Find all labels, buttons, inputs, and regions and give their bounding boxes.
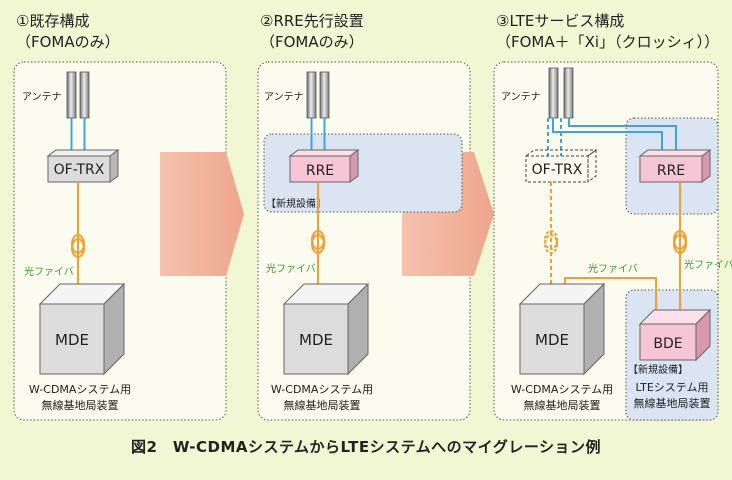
stage1-oftrx-label: OF-TRX [54, 162, 105, 178]
stage3-lte-line1: LTEシステム用 [636, 381, 709, 394]
stage3-new-equipment-label: 【新規設備】 [628, 363, 688, 376]
stage1-mde-label: MDE [55, 331, 89, 349]
stage2-mde-label: MDE [299, 331, 333, 349]
stage2-mde-cube [282, 282, 370, 376]
stage2-system-line1: W-CDMAシステム用 [271, 383, 373, 396]
stage3-rre-label: RRE [657, 163, 685, 179]
stage3-old-fiber-coil-icon [544, 230, 558, 254]
stage3-antenna-label: アンテナ [501, 91, 541, 103]
stage3-feed-to-rre-2 [568, 118, 677, 156]
stage1-fiber-coil-icon [71, 234, 85, 258]
stage1-mde-cube [38, 282, 126, 376]
stage3-lte-line2: 無線基地局装置 [634, 396, 711, 410]
stage1-fiber-label: 光ファイバ [24, 265, 74, 278]
stage1-antenna-label: アンテナ [22, 91, 62, 103]
stage3-mde-cube [518, 282, 606, 376]
stage2-heading-line2: （FOMAのみ） [260, 33, 364, 51]
stage2-heading-line1: ②RRE先行設置 [260, 12, 364, 30]
stage3-oftrx-removed-box [524, 149, 598, 183]
stage3-feed-to-rre-1 [552, 118, 663, 156]
stage3-rre-box [638, 149, 712, 183]
stage1-system-line2: 無線基地局装置 [42, 398, 119, 412]
stage1-oftrx-box [46, 149, 120, 183]
stage2-rre-box [288, 149, 360, 183]
stage3-heading-line2: （FOMA＋「Xi」（クロッシィ）） [496, 33, 720, 51]
stage3-fiber-coil-icon [673, 230, 687, 254]
stage1-system-line1: W-CDMAシステム用 [29, 383, 131, 396]
stage3-mde-label: MDE [535, 331, 569, 349]
stage3-fiber-label-right: 光ファイバ [684, 258, 732, 271]
stage3-wcdma-line2: 無線基地局装置 [524, 398, 601, 412]
figure-caption: 図2 W-CDMAシステムからLTEシステムへのマイグレーション例 [130, 438, 602, 456]
stage2-rre-label: RRE [306, 163, 334, 179]
stage3-oftrx-label: OF-TRX [532, 162, 583, 178]
stage3-heading-line1: ③LTEサービス構成 [496, 12, 625, 30]
stage1-heading-line1: ①既存構成 [16, 12, 90, 30]
stage1-heading-line2: （FOMAのみ） [16, 33, 120, 51]
stage3-fiber-label-left: 光ファイバ [588, 262, 638, 275]
stage2-antenna-label: アンテナ [264, 91, 304, 103]
stage2-system-line2: 無線基地局装置 [284, 398, 361, 412]
transition-arrow-1 [160, 152, 244, 276]
stage3-bde-cube [638, 308, 712, 362]
stage3-bde-label: BDE [653, 336, 682, 352]
stage2-new-equipment-label: 【新規設備】 [266, 197, 326, 210]
stage3-wcdma-line1: W-CDMAシステム用 [511, 383, 613, 396]
stage2-fiber-label: 光ファイバ [266, 262, 316, 275]
stage2-fiber-coil-icon [311, 230, 325, 254]
